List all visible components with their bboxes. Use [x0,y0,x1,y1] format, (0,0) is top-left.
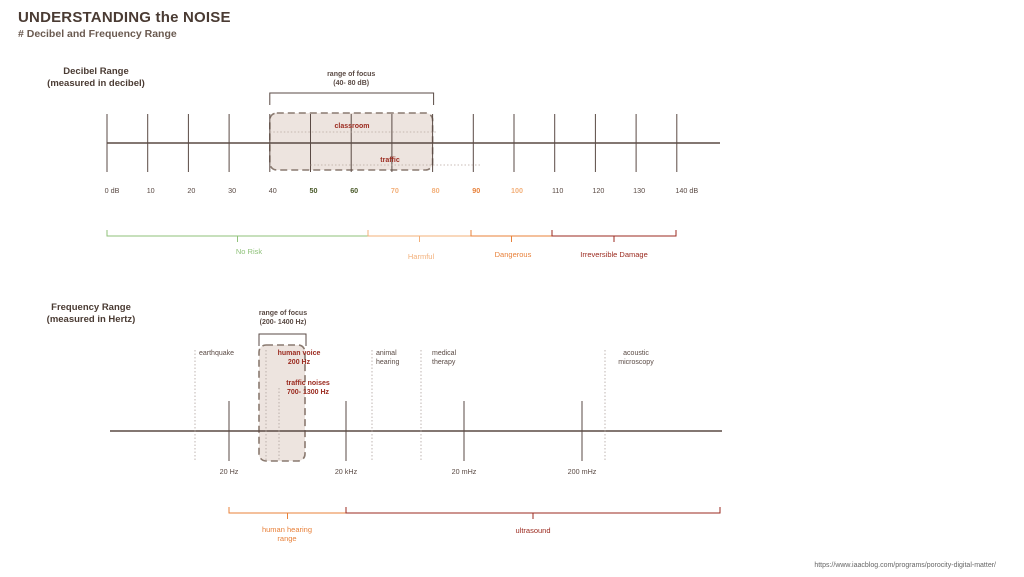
decibel-range-bracket [470,230,553,242]
decibel-tick-label: 30 [228,186,236,195]
decibel-range-label: No Risk [236,247,263,256]
frequency-focus-bracket [258,333,307,346]
page-subtitle: # Decibel and Frequency Range [18,28,177,40]
decibel-tick-label: 10 [147,186,155,195]
decibel-tick-label: 140 dB [675,186,698,195]
decibel-range-bracket [551,230,677,242]
frequency-focus-label: range of focus [259,310,307,317]
decibel-heading: Decibel Range [63,66,128,77]
frequency-annotation: microscopy [618,359,654,366]
frequency-annotation: animal [376,350,397,357]
frequency-highlight-label: traffic noises [286,380,330,387]
frequency-tick-label: 200 mHz [568,467,597,476]
decibel-tick-label: 60 [350,186,358,195]
frequency-heading: Frequency Range [51,302,131,313]
frequency-range-bracket [345,507,721,519]
frequency-highlight-label: human voice [278,350,321,357]
frequency-subheading: (measured in Hertz) [47,314,136,325]
decibel-tick-label: 70 [391,186,399,195]
decibel-tick-label: 100 [511,186,523,195]
decibel-tick-label: 80 [432,186,440,195]
frequency-tick-label: 20 mHz [452,467,477,476]
decibel-focus-bracket [269,92,435,105]
frequency-focus-box [258,344,306,462]
classroom-label: classroom [334,123,369,130]
frequency-focus-range: (200- 1400 Hz) [260,319,307,326]
decibel-tick-label: 20 [187,186,195,195]
decibel-tick-label: 0 dB [105,186,120,195]
frequency-annotation: hearing [376,359,399,366]
decibel-range-bracket [106,230,369,242]
decibel-tick-label: 120 [592,186,604,195]
decibel-subheading: (measured in decibel) [47,78,145,89]
decibel-tick-label: 90 [472,186,480,195]
frequency-highlight-label: 200 Hz [288,359,311,366]
decibel-tick-label: 50 [310,186,318,195]
frequency-tick-label: 20 kHz [335,467,358,476]
decibel-range-label: Irreversible Damage [580,250,648,259]
frequency-tick-label: 20 Hz [220,467,239,476]
traffic-label: traffic [380,157,400,164]
decibel-range-label: Dangerous [495,250,532,259]
decibel-focus-range: (40- 80 dB) [333,80,369,87]
decibel-focus-label: range of focus [327,71,375,78]
page-title: UNDERSTANDING the NOISE [18,9,231,26]
frequency-range-label: ultrasound [515,526,550,535]
frequency-annotation: therapy [432,359,456,366]
decibel-range-bracket [367,230,472,242]
frequency-range-bracket [228,507,347,519]
frequency-range-label: human hearing [262,525,312,534]
frequency-annotation: medical [432,350,457,357]
frequency-annotation: acoustic [623,350,649,357]
frequency-highlight-label: 700- 1300 Hz [287,389,330,396]
decibel-range-label: Harmful [408,252,435,261]
decibel-tick-label: 110 [552,186,563,195]
decibel-tick-label: 40 [269,186,277,195]
decibel-tick-label: 130 [633,186,645,195]
source-url: https://www.iaacblog.com/programs/poroci… [814,562,996,569]
frequency-annotation: earthquake [199,350,234,357]
frequency-range-label: range [277,534,296,543]
